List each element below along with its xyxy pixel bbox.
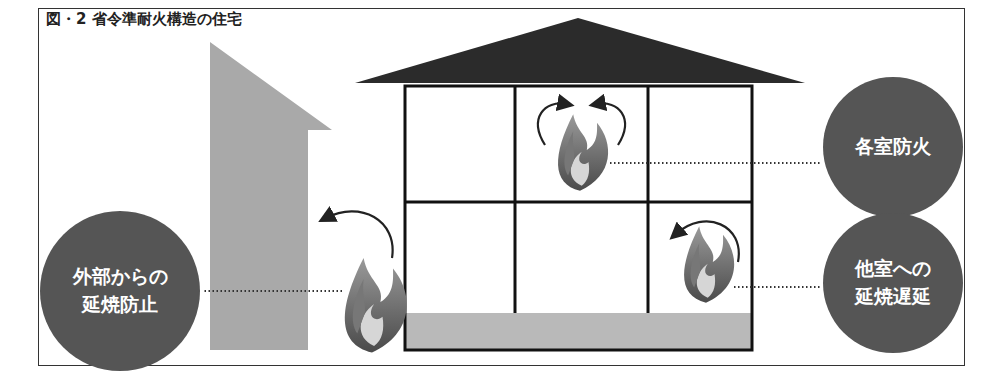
- label-circle: 他室への延焼遅延: [823, 213, 963, 353]
- figure-title: 図・2 省令準耐火構造の住宅: [46, 10, 242, 29]
- circle-label: 外部からの延焼防止: [73, 263, 168, 318]
- label-circle: 各室防火: [823, 77, 963, 217]
- label-circle: 外部からの延焼防止: [40, 211, 200, 371]
- circle-label: 他室への延焼遅延: [855, 255, 931, 310]
- circle-label: 各室防火: [855, 133, 931, 161]
